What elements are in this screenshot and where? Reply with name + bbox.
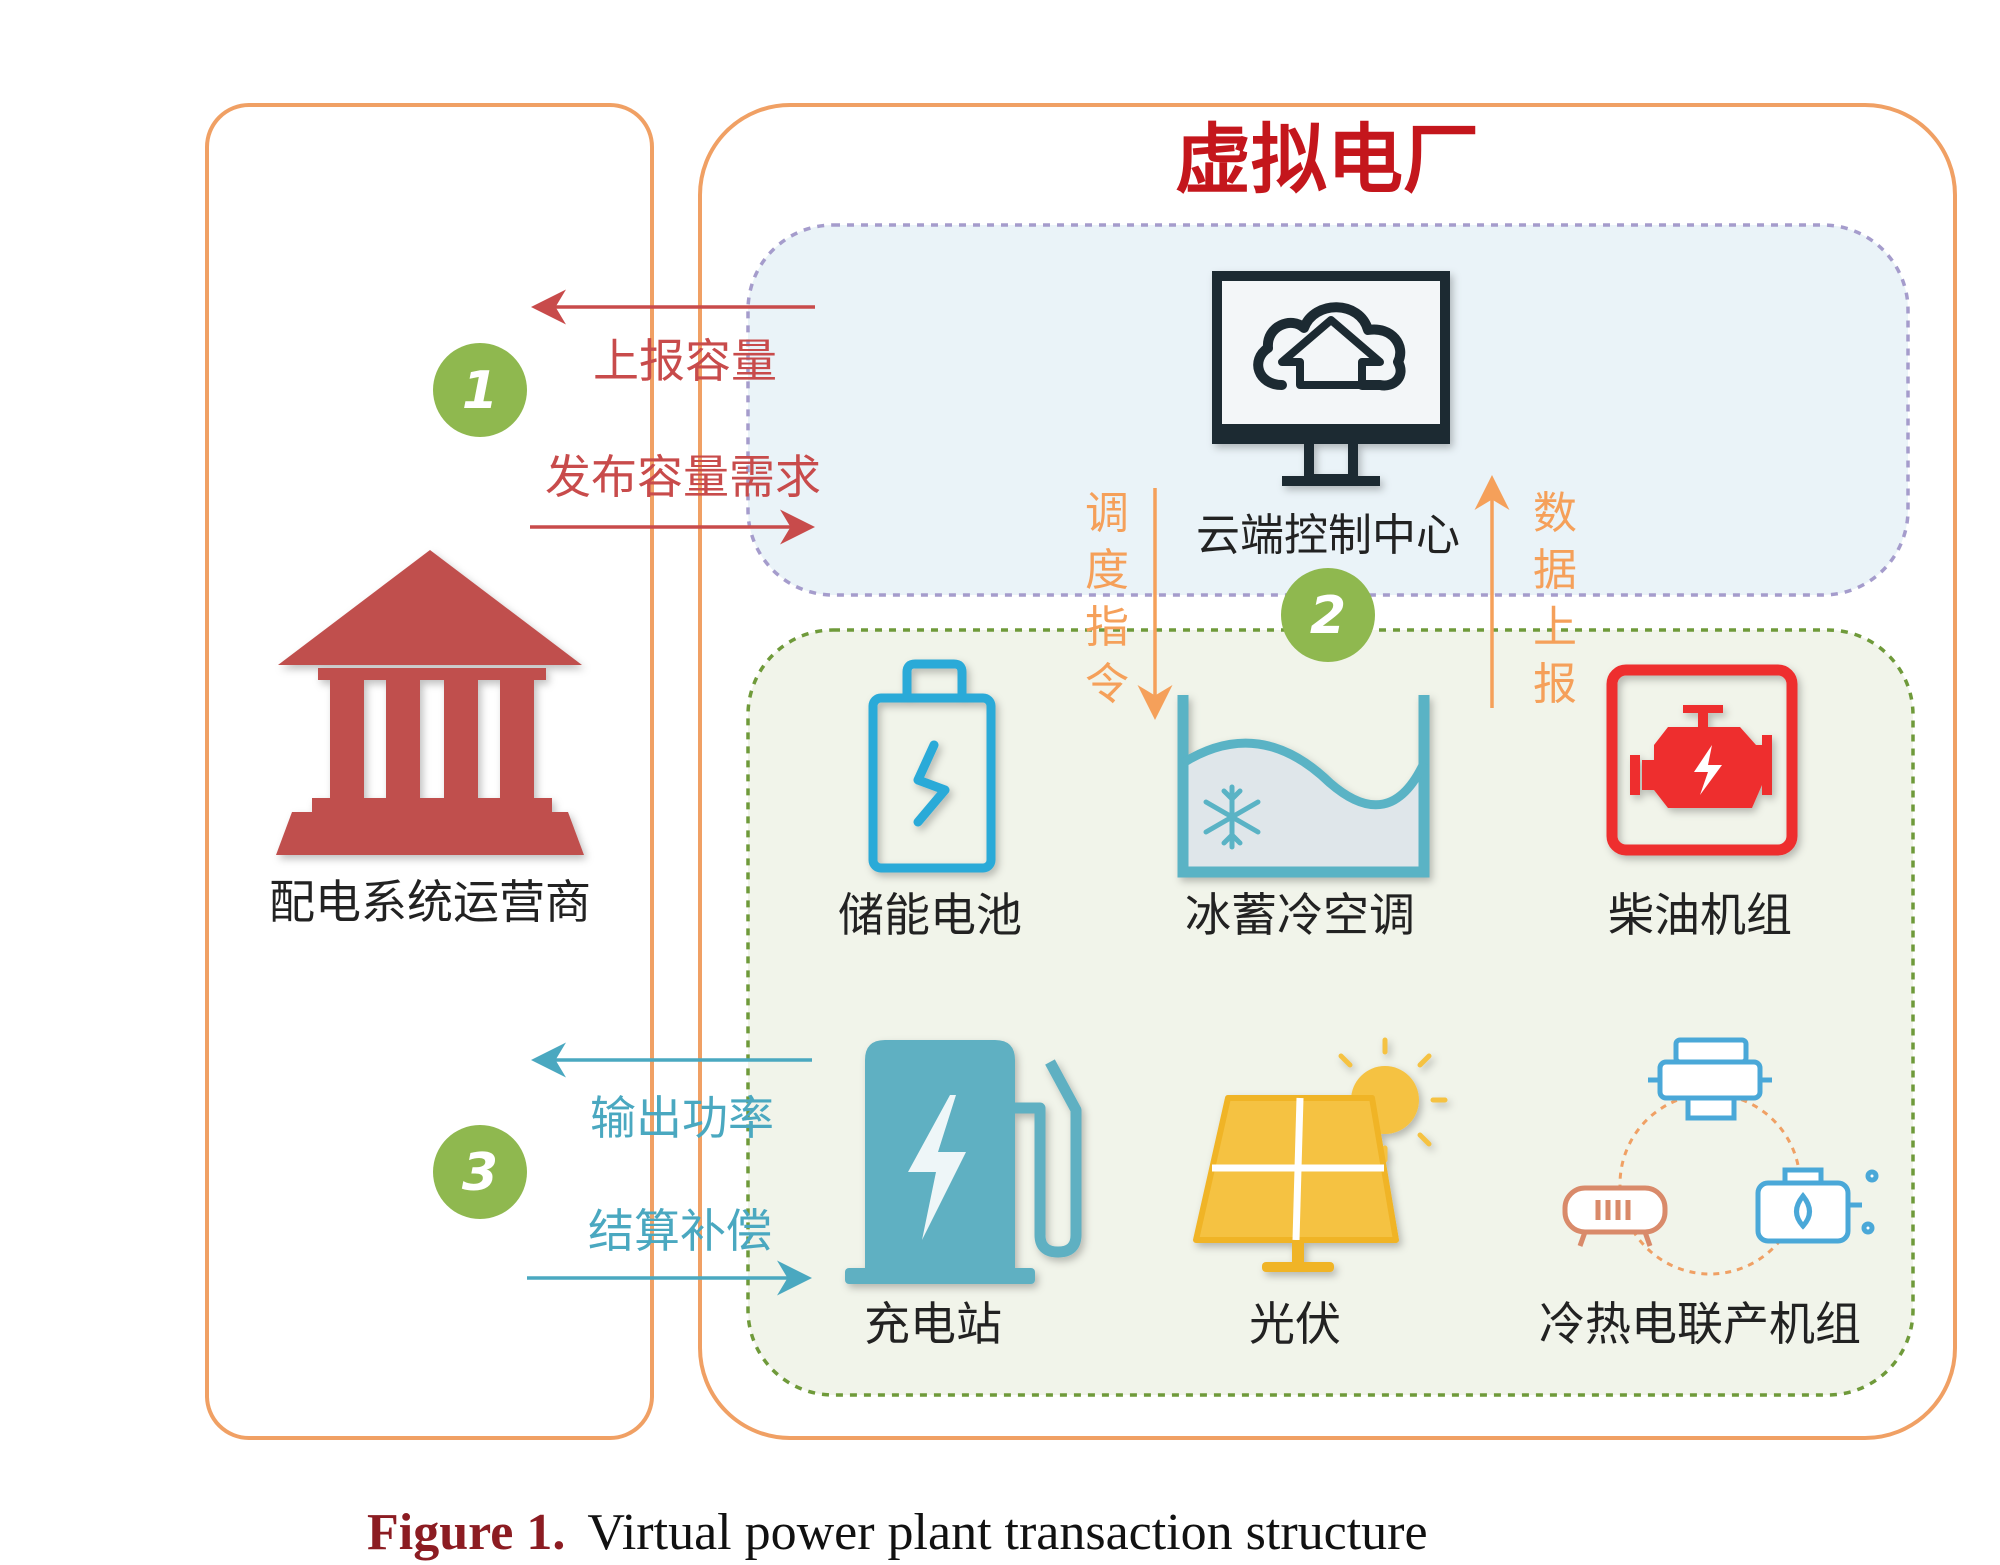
charging-label: 充电站 (864, 1297, 1002, 1351)
step-2-badge: 2 (1281, 568, 1375, 662)
report-char: 报 (1533, 659, 1577, 710)
step-3-badge: 3 (433, 1125, 527, 1219)
dispatch-command-label: 调 度 指 令 (1085, 488, 1129, 710)
caption-text: Virtual power plant transaction structur… (587, 1504, 1427, 1561)
step-3-number: 3 (462, 1143, 498, 1203)
figure-caption: Figure 1. Virtual power plant transactio… (367, 1504, 1428, 1561)
ice-storage-icon (1177, 695, 1430, 878)
settlement-label: 结算补偿 (588, 1204, 772, 1258)
battery-label: 储能电池 (838, 888, 1022, 942)
publish-demand-label: 发布容量需求 (545, 450, 821, 504)
diesel-label: 柴油机组 (1608, 888, 1792, 942)
step-1-badge: 1 (433, 343, 527, 437)
solar-panel-icon (1193, 1037, 1448, 1272)
vpp-title: 虚拟电厂 (1175, 115, 1479, 204)
report-char: 上 (1533, 602, 1577, 653)
operator-label: 配电系统运营商 (269, 875, 591, 929)
dispatch-char: 度 (1085, 545, 1129, 596)
report-char: 数 (1533, 488, 1577, 539)
solar-label: 光伏 (1249, 1297, 1341, 1351)
cloud-monitor-icon (1212, 271, 1450, 486)
cloud-center-label: 云端控制中心 (1196, 510, 1460, 561)
step-2-number: 2 (1310, 586, 1346, 646)
charging-station-icon (845, 1040, 1082, 1284)
boiler-icon (1562, 1185, 1668, 1247)
snowflake-icon (1203, 784, 1261, 850)
dispatch-char: 调 (1085, 488, 1129, 539)
caption-prefix: Figure 1. (367, 1504, 565, 1561)
report-capacity-label: 上报容量 (593, 334, 777, 388)
step-1-number: 1 (462, 361, 498, 421)
gas-engine-icon (1755, 1167, 1879, 1244)
bank-building-icon (276, 550, 584, 855)
dispatch-char: 令 (1085, 659, 1129, 710)
dispatch-char: 指 (1085, 602, 1129, 653)
data-report-label: 数 据 上 报 (1533, 488, 1577, 710)
battery-icon (868, 659, 996, 873)
ice-storage-label: 冰蓄冷空调 (1185, 888, 1415, 942)
cchp-label: 冷热电联产机组 (1539, 1297, 1861, 1351)
operator-frame (205, 103, 654, 1440)
output-power-label: 输出功率 (590, 1091, 774, 1145)
diesel-engine-icon (1606, 664, 1798, 856)
report-char: 据 (1533, 545, 1577, 596)
vpp-frame (698, 103, 1957, 1440)
turbine-icon (1648, 1037, 1772, 1121)
cchp-icon (1562, 1037, 1879, 1276)
